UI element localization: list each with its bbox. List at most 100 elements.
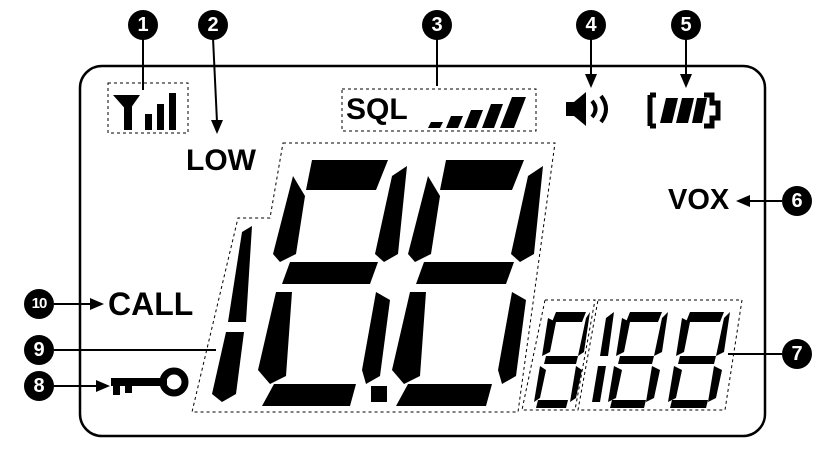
speaker-cone xyxy=(574,92,586,126)
ch-digit-1-ul xyxy=(542,318,556,356)
sql-bar-3 xyxy=(464,110,483,128)
callout-8: 8 xyxy=(24,371,54,401)
channel-digits xyxy=(534,312,730,408)
channel-digits-2-box xyxy=(577,299,743,411)
battery-bar-3 xyxy=(692,98,707,123)
dashed-groups xyxy=(107,82,743,413)
antenna-head xyxy=(113,95,140,112)
ch-digit-4-ll xyxy=(668,366,682,402)
sql-label: SQL xyxy=(346,93,408,126)
digit-one-upper xyxy=(228,226,252,322)
ch-digit-4-bot xyxy=(670,400,708,408)
ch-digit-4-top xyxy=(686,312,724,322)
ch-digit-3-mid xyxy=(618,356,654,364)
antenna-mast xyxy=(124,104,132,130)
digit-b-seg-ll xyxy=(392,292,426,384)
low-power-label: LOW xyxy=(186,144,256,177)
ch-digit-1-lr xyxy=(570,366,582,402)
callout-7: 7 xyxy=(782,339,812,369)
digit-b-seg-top xyxy=(440,160,524,190)
antenna-signal-icon xyxy=(113,93,176,130)
sql-bar-4 xyxy=(482,104,503,128)
callout-1: 1 xyxy=(128,10,158,40)
callout-5: 5 xyxy=(671,10,701,40)
leader-lines xyxy=(54,37,782,392)
signal-bar-1 xyxy=(145,114,152,130)
ch-digit-4-mid xyxy=(678,356,716,364)
ch-digit-1-ll xyxy=(534,366,546,402)
decimal-point xyxy=(371,386,387,402)
digit-a-seg-top xyxy=(306,160,388,190)
key-ring xyxy=(159,367,189,397)
arrowhead-10 xyxy=(90,298,104,310)
digit-a-seg-mid xyxy=(282,262,378,284)
callout-2: 2 xyxy=(198,10,228,40)
signal-bar-2 xyxy=(157,104,164,130)
callout-4: 4 xyxy=(576,10,606,40)
ch-digit-4-lr xyxy=(708,366,722,402)
speaker-body xyxy=(566,102,574,116)
callout-10: 10 xyxy=(24,289,54,319)
ch-digit-3-ur xyxy=(654,312,668,356)
digit-a-seg-lr xyxy=(362,292,390,384)
ch-digit-3-ul xyxy=(616,318,630,356)
callout-3: 3 xyxy=(422,10,452,40)
ch-digit-2-lower xyxy=(592,366,606,402)
speaker-wave-2 xyxy=(599,94,608,124)
lcd-frame xyxy=(78,64,767,438)
ch-digit-4-ul xyxy=(676,318,690,356)
digit-b-seg-mid xyxy=(416,262,514,284)
key-lock-icon xyxy=(111,367,189,397)
key-tooth-2 xyxy=(125,384,132,393)
digit-one-lower xyxy=(212,332,244,402)
signal-bar-3 xyxy=(169,93,176,130)
speaker-wave-1 xyxy=(590,99,598,119)
squelch-level-bars-icon xyxy=(428,97,526,128)
channel-digit-1-box xyxy=(521,299,596,411)
arrowhead-6 xyxy=(736,195,750,207)
speaker-icon xyxy=(566,92,608,126)
ch-digit-2-upper xyxy=(600,312,614,356)
sql-group-box xyxy=(341,88,537,132)
key-shaft xyxy=(111,378,167,386)
call-label: CALL xyxy=(108,286,194,322)
sql-bar-5 xyxy=(500,97,526,128)
digit-a-seg-ur xyxy=(375,166,407,262)
battery-bar-1 xyxy=(660,98,678,123)
sql-bar-2 xyxy=(446,116,463,128)
ch-digit-3-bot xyxy=(610,400,646,408)
digit-b-seg-bot xyxy=(396,384,492,406)
arrowhead-4 xyxy=(585,74,597,88)
ch-digit-4-ur xyxy=(716,312,730,356)
vox-label: VOX xyxy=(668,184,730,216)
ch-digit-1-top xyxy=(552,312,586,322)
antenna-group-box xyxy=(107,82,189,134)
digit-a-seg-ll xyxy=(258,292,292,384)
battery-left-bracket xyxy=(647,92,656,129)
ch-digit-1-ur xyxy=(578,312,590,356)
digit-a-seg-ul xyxy=(273,176,305,262)
battery-icon xyxy=(647,92,721,129)
digit-b-seg-ur xyxy=(511,166,543,262)
battery-right-terminal xyxy=(704,92,721,129)
ch-digit-1-mid xyxy=(544,356,578,364)
digit-b-seg-ul xyxy=(408,176,440,262)
key-tooth-1 xyxy=(113,384,120,395)
arrowhead-2 xyxy=(211,120,223,134)
sql-bar-1 xyxy=(428,122,443,128)
ch-digit-1-bot xyxy=(536,400,568,408)
ch-digit-3-lr xyxy=(646,366,660,402)
callout-9: 9 xyxy=(24,335,54,365)
arrowhead-5 xyxy=(680,74,692,88)
ch-digit-3-top xyxy=(626,312,662,322)
callout-6: 6 xyxy=(782,186,812,216)
main-digits-box xyxy=(191,142,556,413)
battery-bar-2 xyxy=(676,98,694,123)
digit-b-seg-lr xyxy=(498,292,526,384)
leader-2 xyxy=(212,37,218,123)
ch-digit-3-ll xyxy=(608,366,622,402)
arrowhead-8 xyxy=(96,380,110,392)
digit-a-seg-bot xyxy=(262,384,356,406)
